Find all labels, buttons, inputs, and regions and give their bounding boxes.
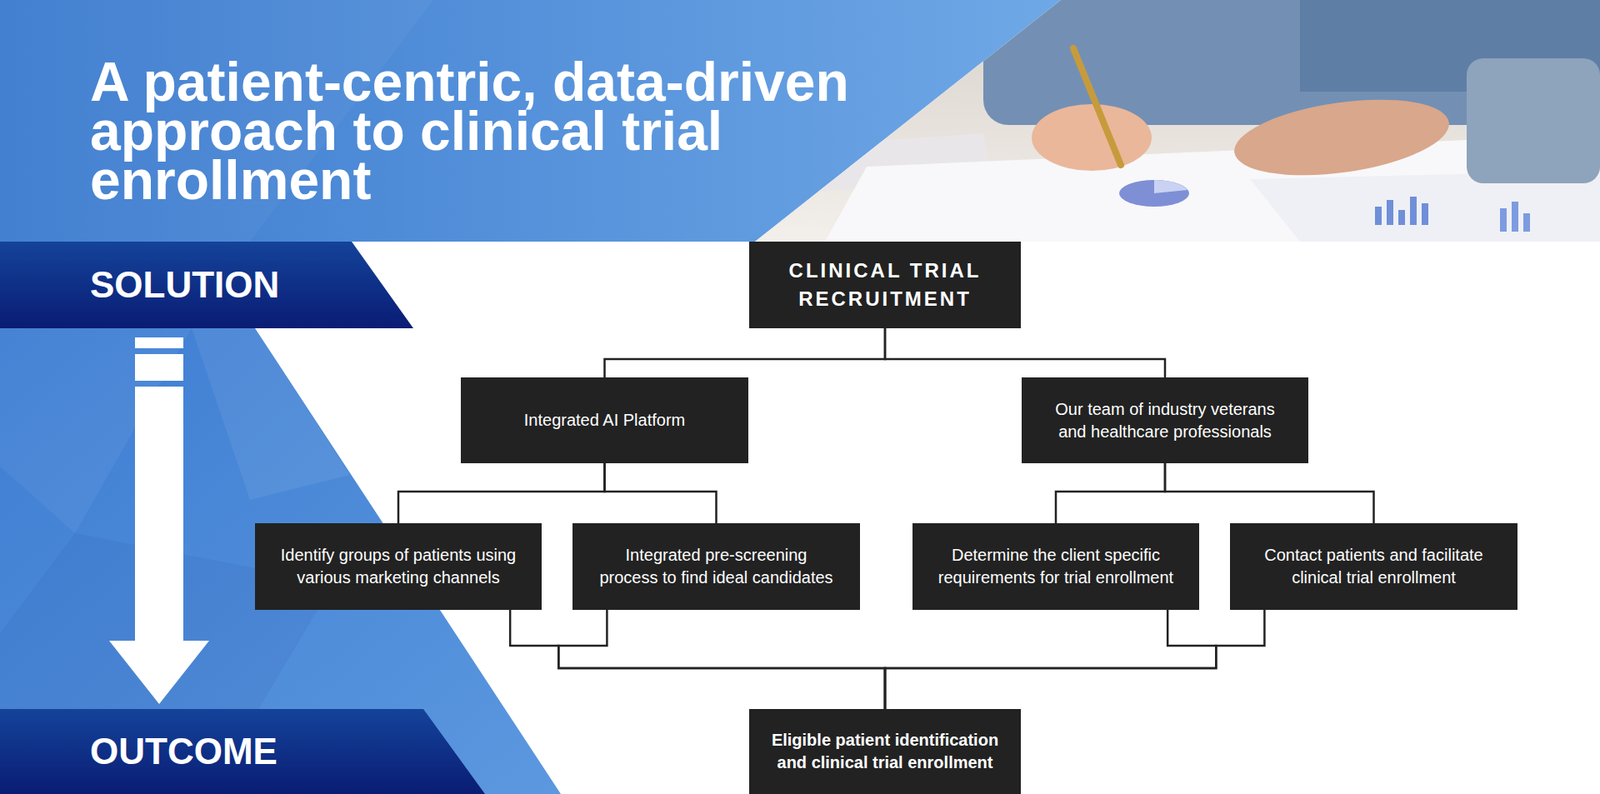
section-band: OUTCOME [0, 709, 485, 794]
title-block: A patient-centric, data-driven approach … [90, 57, 924, 205]
merge-connector [510, 610, 885, 710]
bar [1500, 208, 1507, 232]
node-label: Integrated pre-screening process to find… [595, 544, 837, 590]
pie-chart [1119, 180, 1190, 207]
photo-ground [750, 0, 1600, 242]
open-hand [1229, 87, 1454, 187]
office-photo [750, 0, 1600, 242]
band-fill [0, 709, 485, 794]
node-label: Integrated AI Platform [524, 409, 685, 432]
panel-texture [191, 328, 350, 500]
sleeve [1466, 58, 1600, 184]
node-label: Identify groups of patients using variou… [278, 544, 519, 590]
arrow-stripe [135, 337, 184, 349]
bar [1375, 206, 1382, 225]
flow-arrow [109, 386, 210, 705]
bar [1421, 203, 1429, 225]
root-box: CLINICAL TRIAL RECRUITMENT [749, 241, 1021, 329]
pen [1073, 48, 1121, 165]
process-box: Identify groups of patients using variou… [255, 523, 542, 610]
process-box: Contact patients and facilitate clinical… [1230, 523, 1518, 610]
tree-connector [885, 328, 1165, 378]
process-box: Our team of industry veterans and health… [1021, 377, 1309, 464]
process-box: Integrated pre-screening process to find… [572, 523, 860, 610]
node-label: SOLUTION [90, 265, 280, 305]
band-fill [0, 241, 414, 329]
tree-connector [398, 463, 605, 524]
outcome-box: Eligible patient identification and clin… [749, 709, 1021, 794]
section-band: SOLUTION [0, 241, 414, 329]
merge-connector [885, 610, 1265, 710]
node-label: CLINICAL TRIAL RECRUITMENT [765, 256, 1005, 314]
writing-hand [1031, 104, 1152, 171]
merge-connector [885, 610, 1216, 710]
page-title: A patient-centric, data-driven approach … [90, 57, 924, 205]
bar [1398, 210, 1405, 225]
arrow-stripe [135, 354, 184, 381]
node-label: Our team of industry veterans and health… [1045, 398, 1285, 444]
pie-slice [1154, 180, 1188, 194]
bar [1523, 213, 1530, 232]
node-label: OUTCOME [90, 731, 278, 772]
process-box: Integrated AI Platform [460, 377, 749, 464]
process-box: Determine the client specific requiremen… [912, 523, 1200, 610]
node-label: Eligible patient identification and clin… [765, 729, 1005, 775]
bar [1386, 200, 1394, 225]
tree-connector [1055, 463, 1165, 524]
tree-connector [605, 328, 886, 378]
merge-connector [558, 610, 885, 710]
bar [1410, 196, 1417, 225]
node-label: Determine the client specific requiremen… [935, 544, 1176, 590]
tree-connector [1165, 463, 1375, 524]
node-label: Contact patients and facilitate clinical… [1253, 544, 1495, 590]
tree-connector [605, 463, 717, 524]
bar [1511, 201, 1519, 232]
